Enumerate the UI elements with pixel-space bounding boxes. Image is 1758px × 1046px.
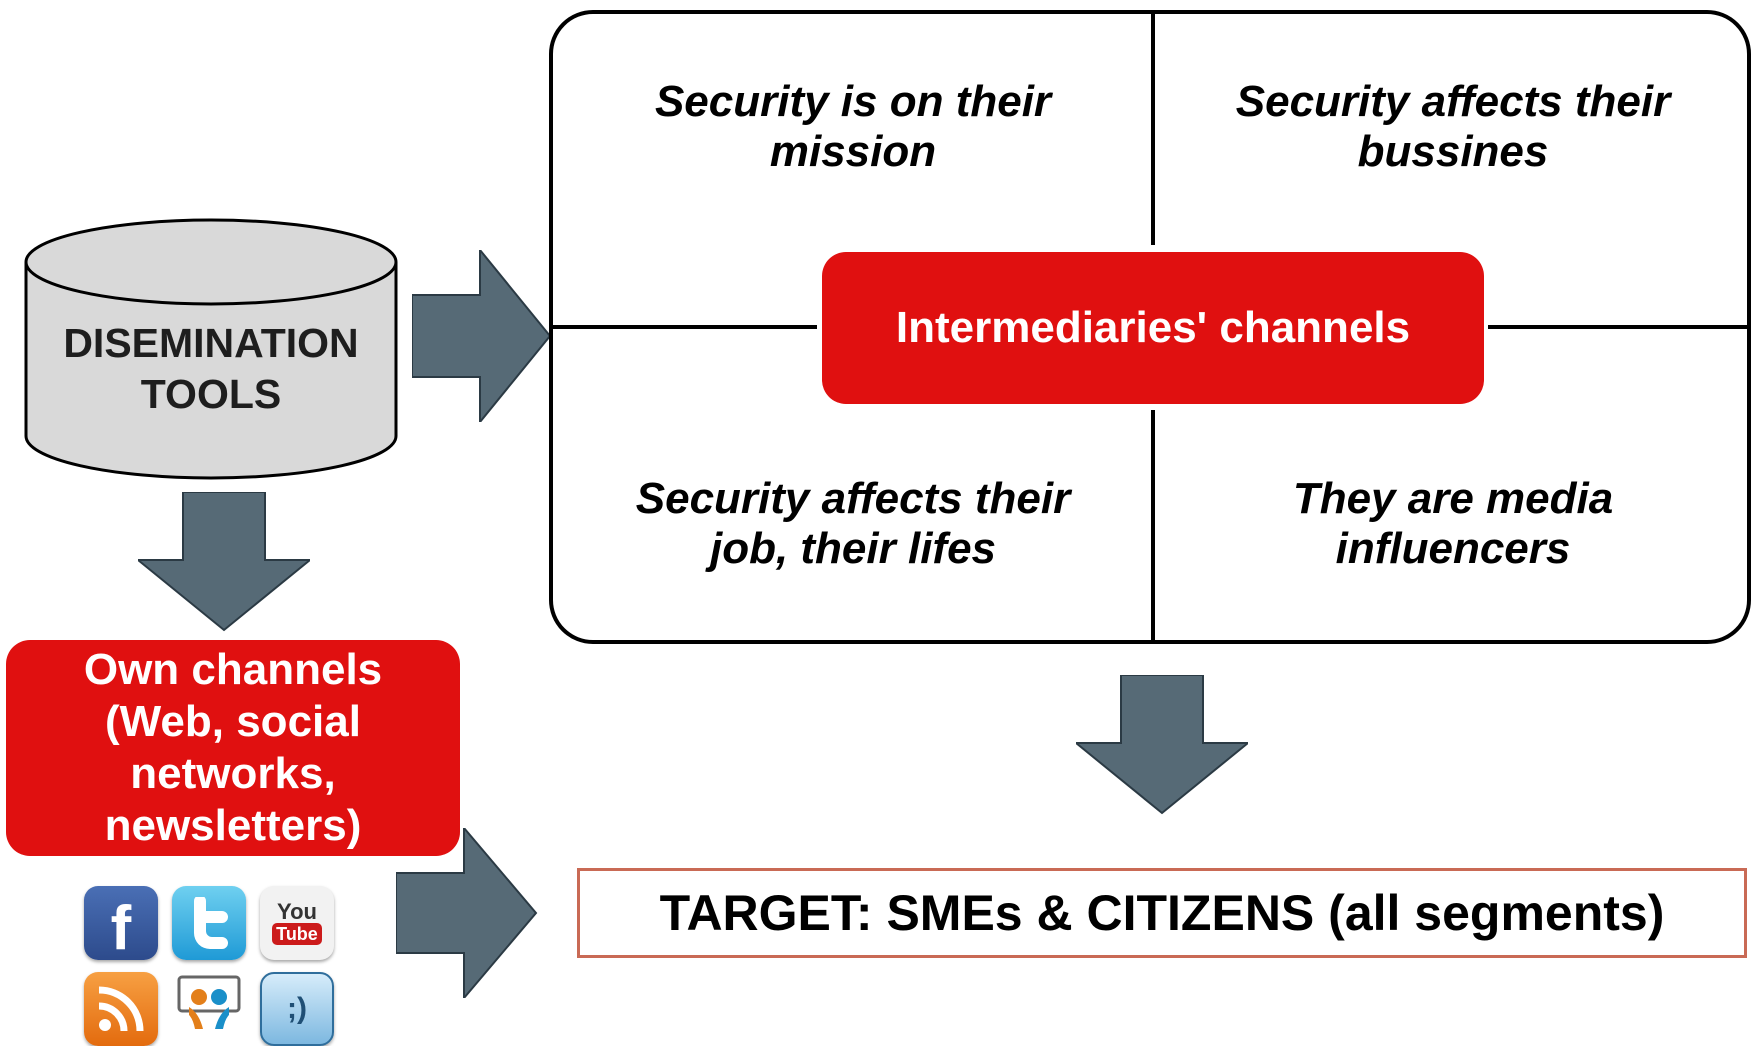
tuenti-icon: ;) [260,972,334,1046]
quadrant-top-left: Security is on their mission [654,77,1052,176]
arrow-down-to-target [1076,675,1248,815]
arrow-right-to-intermediaries [412,250,552,422]
divider-vertical-bottom [1151,410,1155,642]
quadrant-bottom-right: They are media influencers [1292,474,1614,573]
intermediaries-channels-label: Intermediaries' channels [895,303,1411,352]
divider-horizontal-left [551,325,817,329]
divider-horizontal-right [1488,325,1749,329]
arrow-right-to-target [396,828,538,998]
divider-vertical-top [1151,12,1155,245]
dissemination-tools-label: DISEMINATION TOOLS [63,320,359,417]
arrow-down-to-own-channels [138,492,310,632]
own-channels-box: Own channels (Web, social networks, news… [6,640,460,856]
quadrant-top-right: Security affects their bussines [1235,77,1671,176]
target-label: TARGET: SMEs & CITIZENS (all segments) [659,885,1665,941]
facebook-icon: f [84,886,158,963]
intermediaries-channels-box: Intermediaries' channels [822,252,1484,404]
dissemination-tools-cylinder [24,218,398,480]
rss-icon [84,972,158,1046]
slideshare-icon [172,972,246,1046]
youtube-icon: You Tube [260,886,334,960]
target-box: TARGET: SMEs & CITIZENS (all segments) [577,868,1747,958]
twitter-icon [172,886,246,960]
quadrant-bottom-left: Security affects their job, their lifes [635,474,1071,573]
